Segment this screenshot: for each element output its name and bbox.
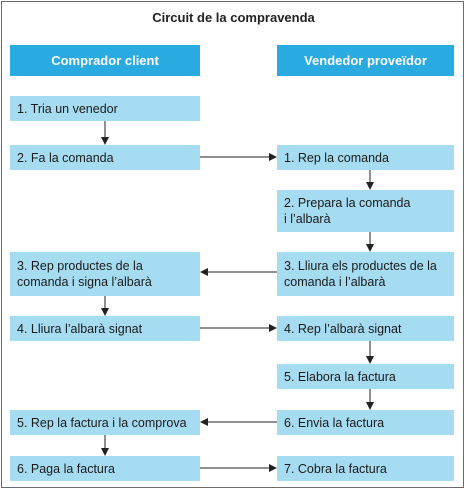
buyer-step-4-label: 4. Lliura l’albarà signat — [17, 321, 143, 336]
seller-step-2-label: 2. Prepara la comanda i l’albarà — [284, 196, 411, 226]
seller-step-1: 1. Rep la comanda — [277, 145, 454, 170]
buyer-step-2-label: 2. Fa la comanda — [17, 150, 114, 165]
buyer-step-5: 5. Rep la factura i la comprova — [10, 410, 200, 435]
buyer-step-2: 2. Fa la comanda — [10, 145, 200, 170]
seller-step-6: 6. Envia la factura — [277, 410, 454, 435]
seller-step-3-label: 3. Lliura els productes de la comanda i … — [284, 259, 437, 289]
buyer-column-header: Comprador client — [10, 45, 200, 76]
diagram-title: Circuit de la compravenda — [152, 10, 315, 25]
seller-step-4: 4. Rep l’albarà signat — [277, 316, 454, 341]
buyer-step-4: 4. Lliura l’albarà signat — [10, 316, 200, 341]
buyer-step-5-label: 5. Rep la factura i la comprova — [17, 415, 187, 430]
seller-column-label: Vendedor proveïdor — [304, 53, 427, 68]
seller-step-3: 3. Lliura els productes de la comanda i … — [277, 252, 454, 296]
seller-step-4-label: 4. Rep l’albarà signat — [284, 321, 402, 336]
seller-step-2: 2. Prepara la comanda i l’albarà — [277, 190, 454, 232]
seller-step-1-label: 1. Rep la comanda — [284, 150, 389, 165]
seller-step-7-label: 7. Cobra la factura — [284, 461, 387, 476]
buyer-step-3-label: 3. Rep productes de la comanda i signa l… — [17, 259, 152, 289]
buyer-column-label: Comprador client — [51, 53, 159, 68]
seller-step-5-label: 5. Elabora la factura — [284, 369, 396, 384]
buyer-step-1-label: 1. Tria un venedor — [17, 101, 118, 116]
buyer-step-6: 6. Paga la factura — [10, 456, 200, 481]
buyer-step-3: 3. Rep productes de la comanda i signa l… — [10, 252, 200, 296]
seller-step-6-label: 6. Envia la factura — [284, 415, 385, 430]
seller-step-7: 7. Cobra la factura — [277, 456, 454, 481]
buyer-step-1: 1. Tria un venedor — [10, 96, 200, 121]
buyer-step-6-label: 6. Paga la factura — [17, 461, 115, 476]
seller-step-5: 5. Elabora la factura — [277, 364, 454, 389]
seller-column-header: Vendedor proveïdor — [277, 45, 454, 76]
